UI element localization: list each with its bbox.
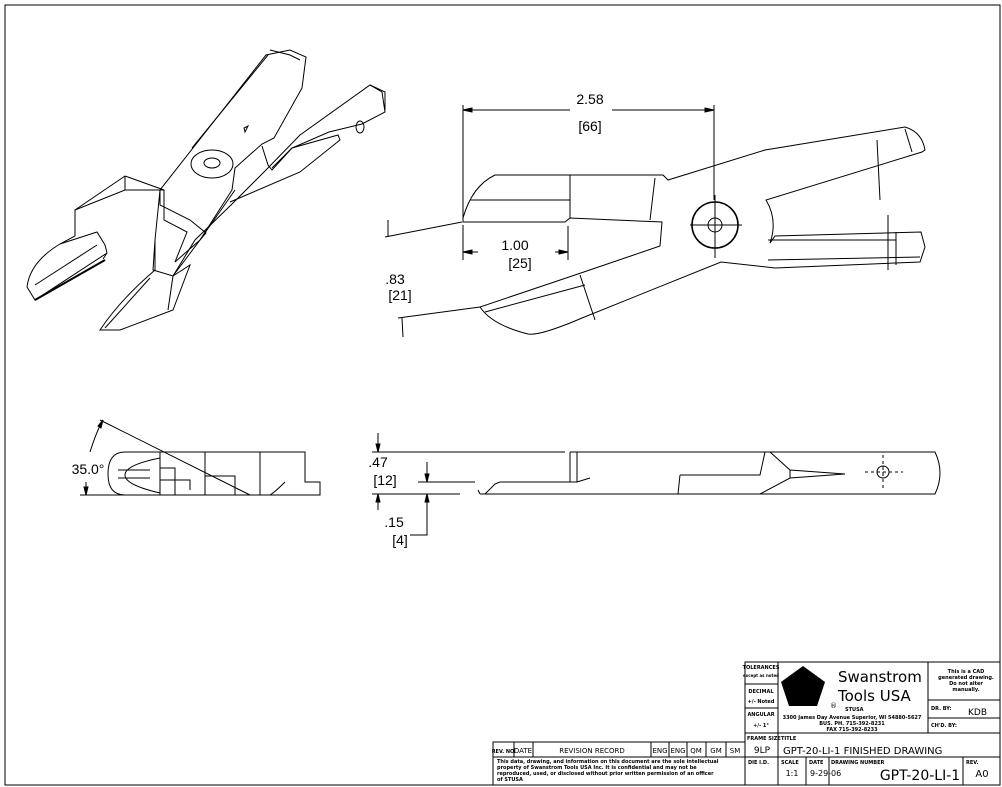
registered-mark: ® <box>830 702 837 710</box>
notice-line-1: This data, drawing, and information on t… <box>497 759 719 765</box>
end-view: 35.0° <box>72 419 321 496</box>
frame-size-value: 9LP <box>754 746 771 756</box>
dim-blade: 1.00 <box>501 237 528 253</box>
rev-header-sm: SM <box>730 747 740 755</box>
dim-angle: 35.0° <box>72 461 105 477</box>
company-fax: FAX 715-392-8233 <box>826 727 878 733</box>
side-view: .47 [12] .15 [4] <box>368 433 941 548</box>
notice-line-3: reproduced, used, or disclosed without p… <box>497 771 714 777</box>
notice-line-4: of STUSA <box>497 777 523 783</box>
dim-offset: .15 <box>384 514 404 530</box>
die-id-label: DIE I.D. <box>748 760 769 766</box>
rev-header-gm: GM <box>710 747 721 755</box>
dimension-lines <box>384 105 715 338</box>
cad-note-2: generated drawing. <box>938 675 994 681</box>
tolerances-label: TOLERANCES <box>743 665 780 671</box>
front-view-outline <box>462 126 926 335</box>
company-phone: BUS. PH. 715-392-8231 <box>819 721 885 727</box>
decimal-value: +/- Noted <box>748 699 775 705</box>
pentagon-logo-icon <box>781 666 825 706</box>
drawing-number-label: DRAWING NUMBER <box>831 760 884 766</box>
drawing-title: GPT-20-LI-1 FINISHED DRAWING <box>783 746 942 757</box>
company-name-line-1: Swanstrom <box>838 668 922 686</box>
dim-length: 2.58 <box>576 91 603 107</box>
drawn-by-label: DR. BY: <box>931 706 951 712</box>
company-address: 3300 James Day Avenue Superior, WI 54880… <box>783 715 922 721</box>
front-view: 2.58 [66] 1.00 [25] .83 [21] <box>384 91 926 338</box>
company-name-line-2: Tools USA <box>837 687 911 705</box>
rev-label: REV. <box>966 760 978 766</box>
title-label: TITLE <box>781 736 797 742</box>
cad-note-1: This is a CAD <box>948 669 985 675</box>
angular-label: ANGULAR <box>747 712 774 718</box>
cad-note-4: manually. <box>952 687 979 693</box>
isometric-view <box>26 49 386 331</box>
dim-thickness-mm: [12] <box>373 472 396 488</box>
rev-header-date: DATE <box>514 747 532 755</box>
rev-header-eng-1: ENG <box>652 747 667 755</box>
date-label: DATE <box>809 760 824 766</box>
dim-length-mm: [66] <box>578 118 601 134</box>
revision-record: REV. NO DATE REVISION RECORD ENG ENG QM … <box>492 741 746 786</box>
scale-label: SCALE <box>781 760 799 766</box>
dim-opening: .83 <box>385 271 405 287</box>
checked-by-label: CH'D. BY: <box>931 723 957 729</box>
dim-offset-mm: [4] <box>392 532 408 548</box>
rev-header-record: REVISION RECORD <box>559 747 625 755</box>
tolerances-sub: except as noted <box>743 673 779 678</box>
rev-header-rev-no: REV. NO <box>492 749 515 755</box>
company-abbr: STUSA <box>845 707 864 713</box>
date-value: 9-29-06 <box>810 769 841 778</box>
frame-size-label: FRAME SIZE <box>747 736 781 742</box>
dim-thickness: .47 <box>368 454 388 470</box>
dim-blade-mm: [25] <box>508 255 531 271</box>
notice-line-2: property of Swanstrom Tools USA Inc. It … <box>497 765 697 771</box>
drawn-by-value: KDB <box>968 708 987 718</box>
angular-value: +/- 1° <box>753 723 769 729</box>
drawing-number-value: GPT-20-LI-1 <box>880 768 960 784</box>
rev-value: A0 <box>975 769 988 780</box>
cad-note-3: Do not alter <box>949 681 983 687</box>
decimal-label: DECIMAL <box>748 689 774 695</box>
dim-opening-mm: [21] <box>388 287 411 303</box>
scale-value: 1:1 <box>786 769 799 778</box>
title-block: TOLERANCES except as noted DECIMAL +/- N… <box>743 661 1001 786</box>
rev-header-qm: QM <box>690 747 702 755</box>
rev-header-eng-2: ENG <box>670 747 685 755</box>
